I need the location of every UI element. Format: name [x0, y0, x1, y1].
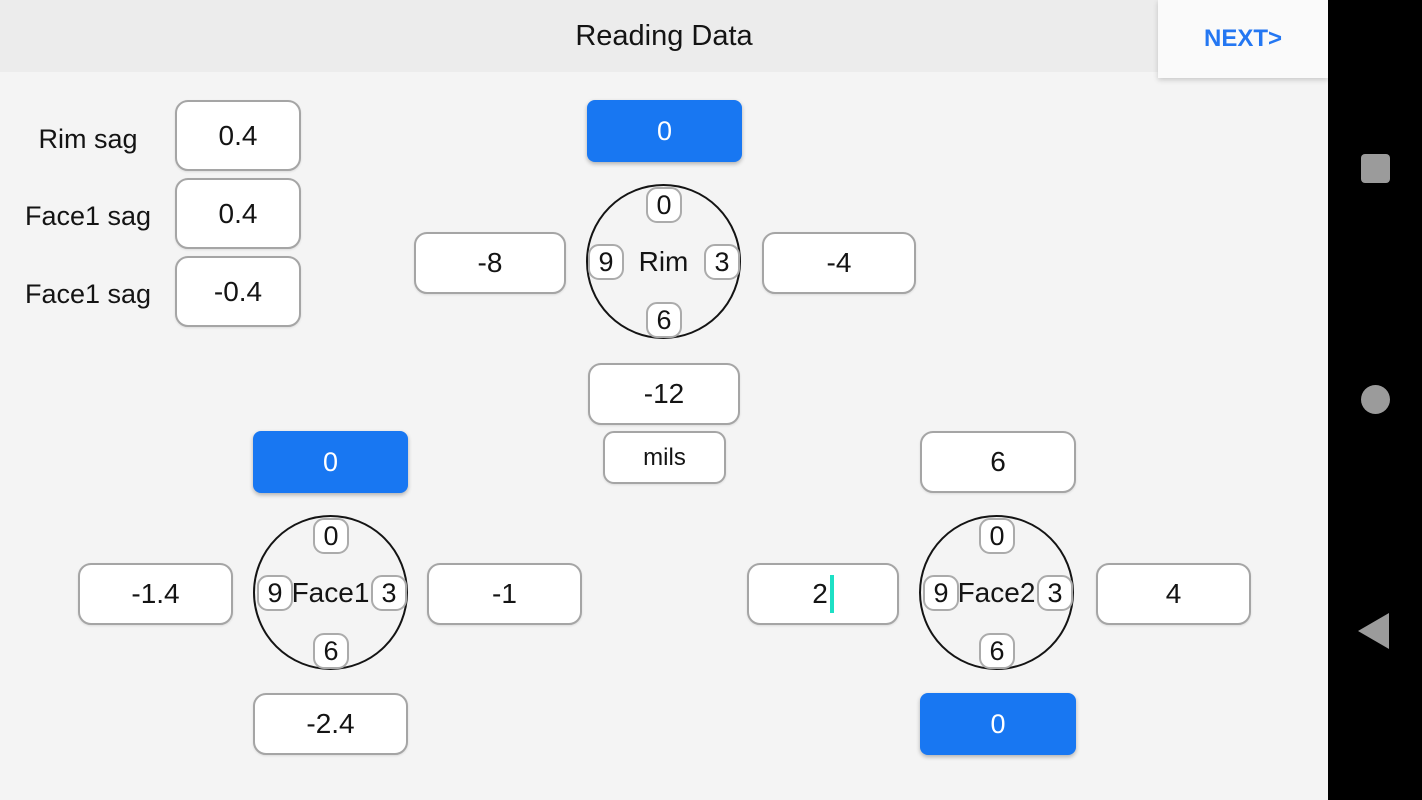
android-nav-bar — [1328, 0, 1422, 800]
face1-sag-input-2[interactable]: -0.4 — [175, 256, 301, 327]
rim-reading-6-input[interactable]: -12 — [588, 363, 740, 425]
back-triangle-icon — [1358, 613, 1389, 649]
page-title: Reading Data — [575, 19, 753, 52]
face2-reading-9-input[interactable]: 2 — [747, 563, 899, 625]
text-cursor — [829, 575, 834, 613]
face1-top-zero-button[interactable]: 0 — [253, 431, 408, 493]
face2-clock-3-button[interactable]: 3 — [1037, 575, 1073, 611]
face1-sag-input[interactable]: 0.4 — [175, 178, 301, 249]
units-button[interactable]: mils — [603, 431, 726, 484]
face2-bottom-zero-button[interactable]: 0 — [920, 693, 1076, 755]
face2-clock-0-button[interactable]: 0 — [979, 518, 1015, 554]
rim-clock-6-button[interactable]: 6 — [646, 302, 682, 338]
face1-reading-9-input[interactable]: -1.4 — [78, 563, 233, 625]
rim-reading-3-input[interactable]: -4 — [762, 232, 916, 294]
face2-reading-0-input[interactable]: 6 — [920, 431, 1076, 493]
rim-clock-3-button[interactable]: 3 — [704, 244, 740, 280]
face2-reading-3-input[interactable]: 4 — [1096, 563, 1251, 625]
rim-dial-label: Rim — [638, 245, 689, 277]
rim-reading-9-input[interactable]: -8 — [414, 232, 566, 294]
recents-button[interactable] — [1361, 154, 1390, 183]
face1-dial-label: Face1 — [291, 576, 370, 608]
next-button[interactable]: NEXT> — [1158, 0, 1328, 78]
face1-reading-3-input[interactable]: -1 — [427, 563, 582, 625]
face1-clock-9-button[interactable]: 9 — [257, 575, 293, 611]
rim-clock-9-button[interactable]: 9 — [588, 244, 624, 280]
rim-top-zero-button[interactable]: 0 — [587, 100, 742, 162]
rim-sag-input[interactable]: 0.4 — [175, 100, 301, 171]
rim-clock-0-button[interactable]: 0 — [646, 187, 682, 223]
face1-sag-label: Face1 sag — [24, 200, 152, 231]
square-icon — [1361, 154, 1390, 183]
face2-reading-9-value: 2 — [812, 578, 828, 609]
face2-clock-9-button[interactable]: 9 — [923, 575, 959, 611]
rim-dial-circle: Rim — [586, 184, 741, 339]
face1-dial-circle: Face1 — [253, 515, 408, 670]
back-button[interactable] — [1358, 613, 1389, 649]
face1-clock-6-button[interactable]: 6 — [313, 633, 349, 669]
face2-dial-label: Face2 — [957, 576, 1036, 608]
header-bar: Reading Data — [0, 0, 1328, 72]
face2-dial-circle: Face2 — [919, 515, 1074, 670]
face1-clock-3-button[interactable]: 3 — [371, 575, 407, 611]
home-button[interactable] — [1361, 385, 1390, 414]
face1-clock-0-button[interactable]: 0 — [313, 518, 349, 554]
face1-sag-label-2: Face1 sag — [24, 278, 152, 309]
circle-icon — [1361, 385, 1390, 414]
face1-reading-6-input[interactable]: -2.4 — [253, 693, 408, 755]
face2-clock-6-button[interactable]: 6 — [979, 633, 1015, 669]
rim-sag-label: Rim sag — [38, 123, 138, 154]
